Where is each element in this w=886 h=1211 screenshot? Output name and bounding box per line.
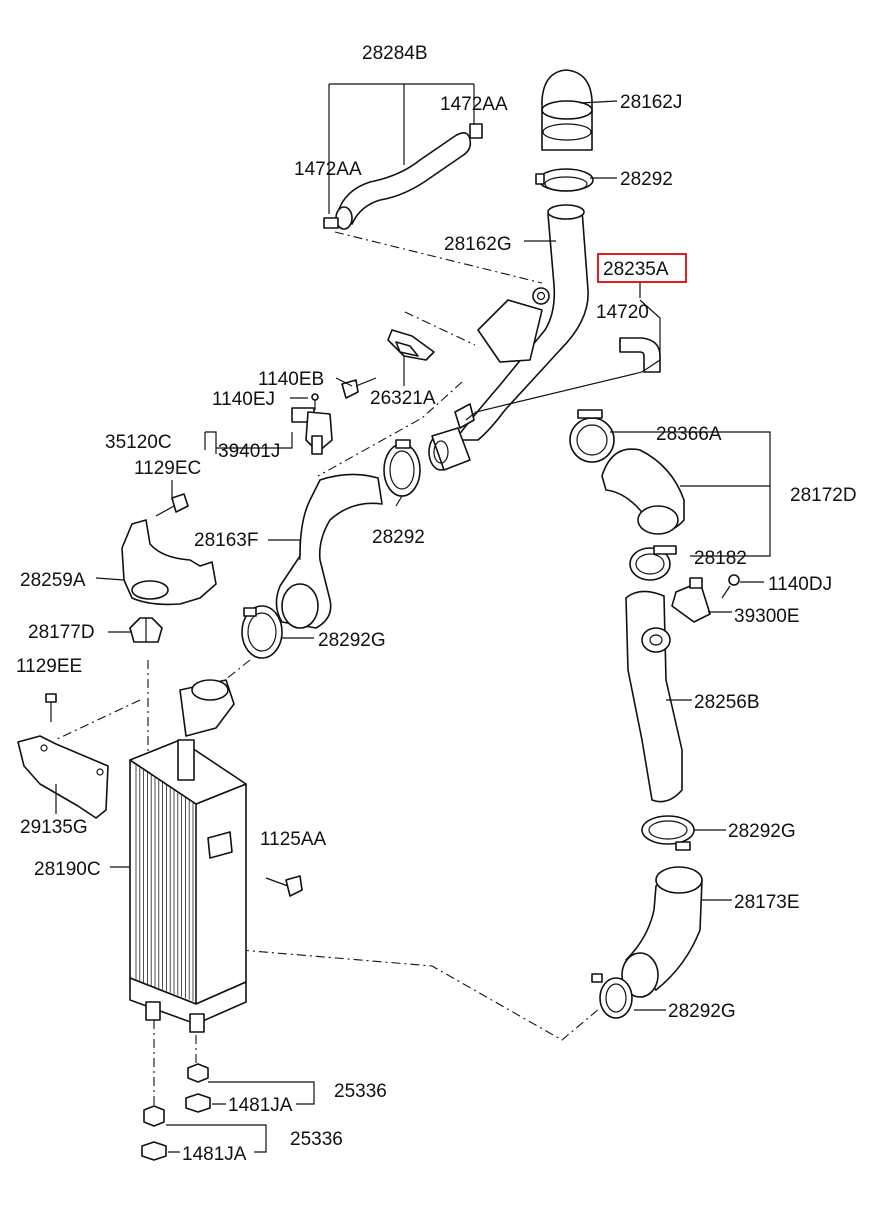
hose-cap-28162j — [541, 69, 593, 151]
sensor-39300e — [671, 577, 711, 623]
label-28182[interactable]: 28182 — [694, 548, 747, 569]
label-28235a[interactable]: 28235A — [603, 259, 669, 280]
cap-28177d — [129, 617, 163, 643]
clamp-28292-mid — [383, 439, 421, 497]
clamp-28292-top — [535, 168, 594, 192]
label-1140eb[interactable]: 1140EB — [258, 369, 324, 390]
label-28177d[interactable]: 28177D — [28, 622, 95, 643]
nut-25336-upper — [185, 1063, 211, 1113]
hose-28284b — [323, 123, 483, 230]
label-1472aa-b[interactable]: 1472AA — [294, 159, 362, 180]
label-39401j[interactable]: 39401J — [218, 441, 280, 462]
label-39300e[interactable]: 39300E — [734, 606, 800, 627]
label-28366a[interactable]: 28366A — [656, 424, 722, 445]
part-labels: 28284B 1472AA 1472AA 28162J 28292 28162G… — [16, 43, 857, 1165]
bolt-1129ec — [155, 493, 189, 517]
hose-14720 — [619, 337, 661, 373]
clamp-28366a — [569, 409, 615, 463]
label-28292g-c[interactable]: 28292G — [668, 1001, 736, 1022]
label-25336-a[interactable]: 25336 — [334, 1081, 387, 1102]
highlight-box-28235a — [597, 253, 687, 283]
label-28190c[interactable]: 28190C — [34, 859, 101, 880]
clamp-28292g-upper — [241, 605, 283, 659]
intercooler-28190c — [129, 679, 247, 1033]
label-26321a[interactable]: 26321A — [370, 388, 436, 409]
clamp-28292g-lower — [591, 973, 633, 1019]
label-28292g-b[interactable]: 28292G — [728, 821, 796, 842]
label-28284b[interactable]: 28284B — [362, 43, 428, 64]
label-1140dj[interactable]: 1140DJ — [768, 574, 832, 595]
bracket-26321a — [387, 329, 435, 361]
bolt-1125aa — [265, 875, 303, 897]
label-28173e[interactable]: 28173E — [734, 892, 800, 913]
label-28162g[interactable]: 28162G — [444, 234, 512, 255]
label-1140ej[interactable]: 1140EJ — [212, 389, 275, 410]
label-1125aa[interactable]: 1125AA — [260, 829, 327, 850]
label-35120c[interactable]: 35120C — [105, 432, 172, 453]
bracket-28259a — [121, 519, 217, 606]
bolt-1140eb — [341, 377, 377, 399]
nut-25336-lower — [141, 1105, 167, 1161]
pipe-28256b — [625, 590, 683, 803]
label-28292g-a[interactable]: 28292G — [318, 630, 386, 651]
label-29135g[interactable]: 29135G — [20, 817, 88, 838]
bolt-1140dj — [721, 574, 740, 599]
hose-28172d — [601, 448, 685, 535]
label-28172d[interactable]: 28172D — [790, 485, 857, 506]
label-28256b[interactable]: 28256B — [694, 692, 760, 713]
label-1129ec[interactable]: 1129EC — [134, 458, 201, 479]
screw-1140ej — [311, 393, 319, 410]
hose-28173e — [621, 866, 703, 998]
hose-28163f — [275, 473, 383, 629]
label-28162j[interactable]: 28162J — [620, 92, 682, 113]
label-28292-b[interactable]: 28292 — [372, 527, 425, 548]
clamp-28292g-right — [641, 815, 695, 851]
label-1472aa-a[interactable]: 1472AA — [440, 94, 508, 115]
label-28259a[interactable]: 28259A — [20, 570, 86, 591]
label-1481ja-b[interactable]: 1481JA — [182, 1144, 247, 1165]
label-1129ee[interactable]: 1129EE — [16, 656, 82, 677]
label-1481ja-a[interactable]: 1481JA — [228, 1095, 293, 1116]
pipe-28162g — [428, 204, 589, 471]
sensor-39401j — [291, 407, 333, 455]
label-25336-b[interactable]: 25336 — [290, 1129, 343, 1150]
label-28163f[interactable]: 28163F — [194, 530, 258, 551]
label-14720[interactable]: 14720 — [596, 302, 649, 323]
clamp-28182 — [629, 545, 677, 581]
leader-lines — [55, 83, 771, 1153]
bolt-1129ee — [45, 693, 57, 722]
label-28292-a[interactable]: 28292 — [620, 169, 673, 190]
shield-29135g — [17, 735, 109, 819]
assembly-dashed-lines — [54, 231, 601, 1110]
